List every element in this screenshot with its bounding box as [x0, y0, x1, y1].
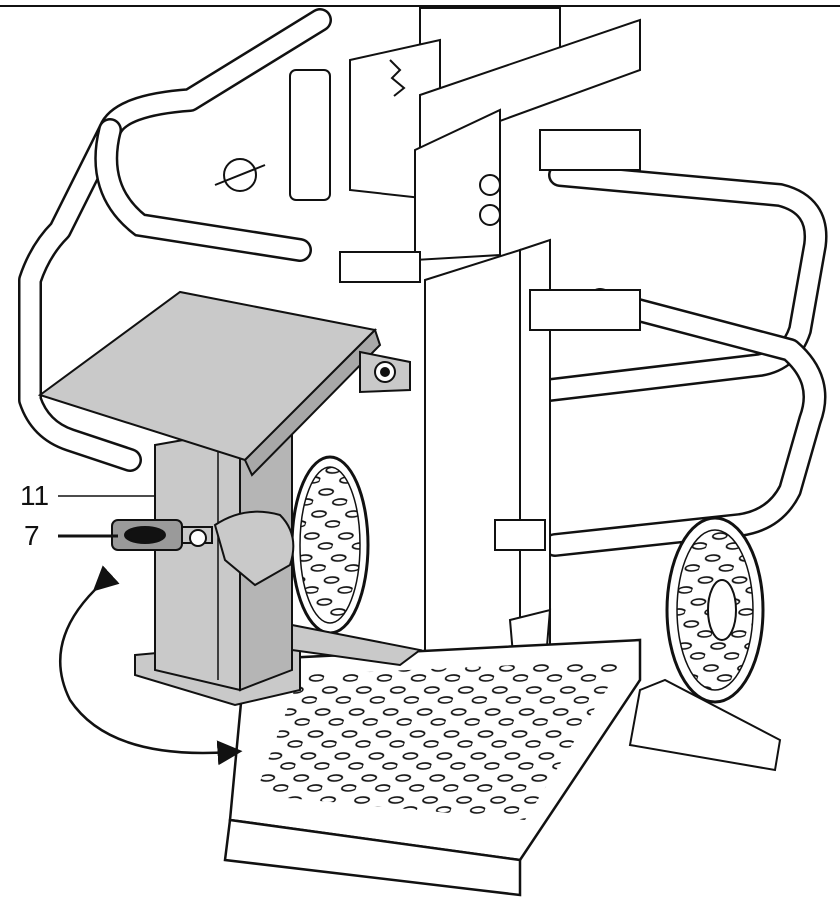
- left-wheel: [290, 455, 370, 635]
- callout-label-11: 11: [20, 480, 50, 511]
- curved-double-arrow-icon: [58, 565, 243, 766]
- table-top-plate: [37, 290, 411, 477]
- right-stand-foot: [628, 678, 782, 772]
- left-handle-frame: [18, 8, 332, 472]
- base-plate: [223, 638, 642, 897]
- right-handle-frame: [538, 163, 828, 557]
- column-brackets: [339, 251, 641, 551]
- right-wheel: [665, 516, 765, 704]
- callout-label-7: 7: [24, 520, 40, 551]
- splitting-column: [424, 238, 552, 737]
- locking-pin: [111, 510, 295, 587]
- upper-mechanism: [214, 7, 641, 262]
